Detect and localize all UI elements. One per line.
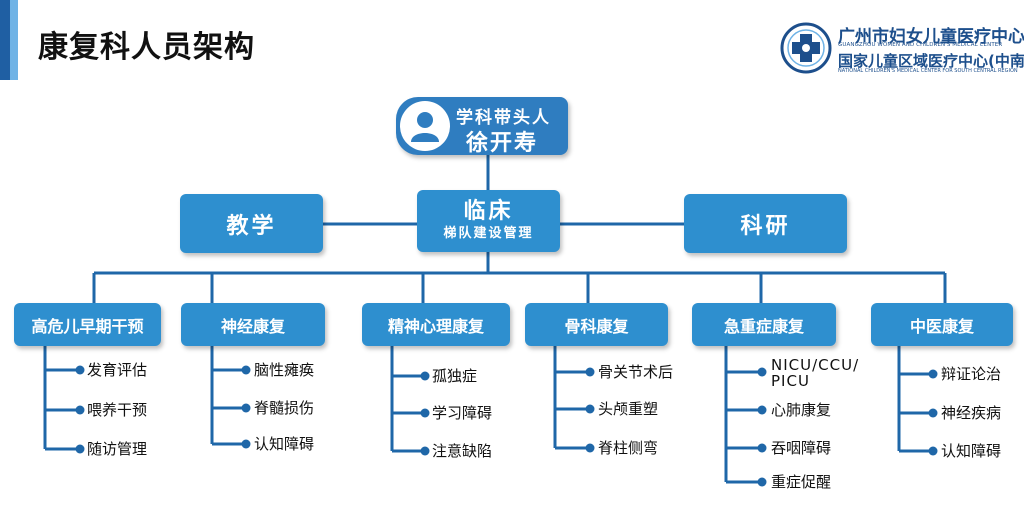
list-item: 学习障碍 [432,404,493,422]
hospital-logo: 广州市妇女儿童医疗中心 GUANGZHOU WOMEN AND CHILDREN… [780,22,1024,82]
logo-name-line2: 国家儿童区域医疗中心(中南) [838,52,1024,70]
leader-name: 徐开寿 [466,131,539,156]
teaching-box: 教学 [180,194,323,253]
list-item: 认知障碍 [941,442,1002,460]
logo-name-line1: 广州市妇女儿童医疗中心 [838,27,1024,47]
list-item: 发育评估 [87,361,148,379]
hospital-seal-icon [780,22,832,74]
list-item: 脊髓损伤 [254,399,315,417]
department-box-tcm-rehab: 中医康复 [871,303,1013,346]
person-icon [400,101,450,151]
list-item: 重症促醒 [771,473,832,491]
department-box-ortho-rehab: 骨科康复 [525,303,668,346]
logo-english-line2: NATIONAL CHILDREN'S MEDICAL CENTER FOR S… [838,68,1018,74]
list-item: 注意缺陷 [432,442,493,460]
clinic-title: 临床 [463,199,514,224]
list-item: 神经疾病 [941,404,1002,422]
list-item: 喂养干预 [87,401,148,419]
research-box: 科研 [684,194,847,253]
list-item: 骨关节术后 [598,363,674,381]
list-item: 头颅重塑 [598,400,659,418]
list-item: 孤独症 [432,367,478,385]
list-item: 心肺康复 [771,401,832,419]
title-accent-bar [0,0,10,80]
list-item: 随访管理 [87,440,148,458]
list-item: 认知障碍 [254,435,315,453]
list-item: 脊柱侧弯 [598,439,659,457]
department-box-critical-care-rehab: 急重症康复 [692,303,836,346]
title-accent-bar-light [10,0,18,80]
department-box-psych-rehab: 精神心理康复 [362,303,510,346]
clinic-box: 临床 梯队建设管理 [417,190,560,252]
logo-english-line1: GUANGZHOU WOMEN AND CHILDREN'S MEDICAL C… [838,42,1003,48]
department-box-high-risk-infant: 高危儿早期干预 [14,303,161,346]
list-item: 辩证论治 [941,365,1002,383]
discipline-leader-box: 学科带头人 徐开寿 [396,97,568,156]
leader-role: 学科带头人 [456,108,551,128]
list-item: PICU [771,372,810,390]
list-item: 脑性瘫痪 [254,361,315,379]
list-item: NICU/CCU/ [771,356,860,374]
page-title: 康复科人员架构 [38,30,255,65]
department-box-neuro-rehab: 神经康复 [181,303,325,346]
clinic-subtitle: 梯队建设管理 [443,226,534,241]
list-item: 吞咽障碍 [771,439,832,457]
